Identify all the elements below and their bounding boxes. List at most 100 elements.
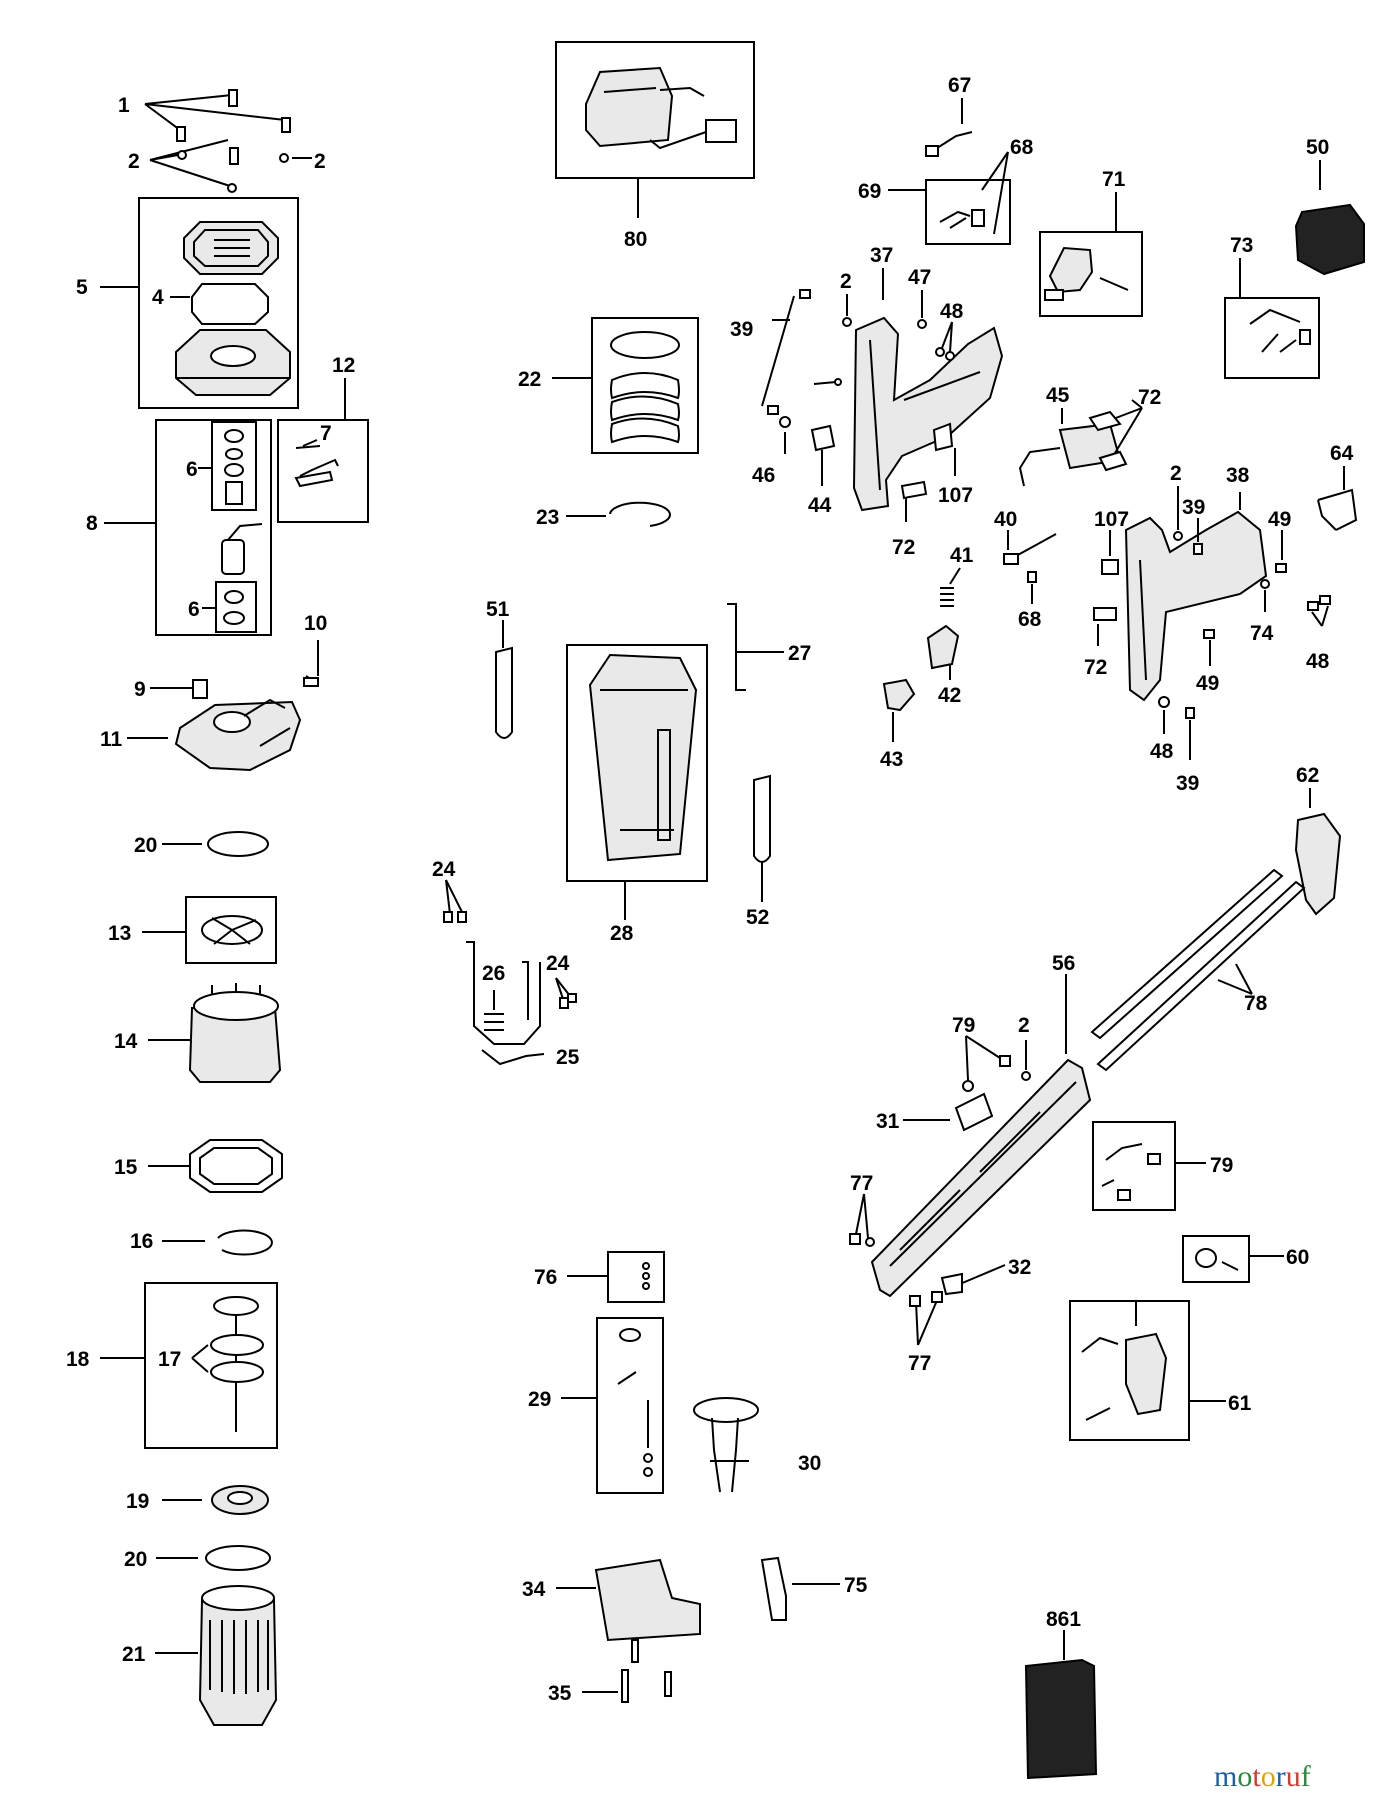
part-13-fan (201, 915, 263, 945)
label-44: 44 (808, 494, 832, 517)
part-72-pads-b (1088, 399, 1143, 472)
part-4-gasket (170, 283, 269, 325)
label-74: 74 (1250, 622, 1274, 645)
label-52: 52 (746, 906, 769, 929)
part-18-piston (191, 1296, 264, 1432)
label-72b: 72 (892, 536, 915, 559)
part-labels: 1 2 2 4 5 6 6 7 8 9 10 11 12 13 14 15 16… (66, 74, 1354, 1705)
label-34: 34 (522, 1578, 546, 1601)
part-71-trigger (1044, 246, 1129, 301)
part-79-box (1092, 1121, 1176, 1211)
label-107b: 107 (1094, 508, 1129, 531)
watermark-letter: u (1286, 1760, 1301, 1793)
label-46: 46 (752, 464, 775, 487)
part-1-screws (144, 89, 291, 165)
label-67: 67 (948, 74, 971, 97)
label-11: 11 (100, 728, 123, 751)
label-15: 15 (114, 1156, 138, 1179)
part-49-screw-b (1203, 629, 1215, 666)
label-28: 28 (610, 922, 634, 945)
part-75-lever (760, 1556, 840, 1621)
label-72a: 72 (1138, 386, 1161, 409)
part-22-box (591, 317, 699, 454)
label-78: 78 (1244, 992, 1268, 1015)
part-69-clips (939, 209, 985, 229)
label-40: 40 (994, 508, 1017, 531)
label-64: 64 (1330, 442, 1354, 465)
label-37: 37 (870, 244, 893, 267)
part-51-blade (495, 620, 513, 739)
part-60-roller (1195, 1248, 1239, 1271)
part-10-clip (303, 640, 319, 687)
watermark-letter: f (1301, 1760, 1311, 1793)
part-67-wire (925, 98, 973, 157)
part-77-screws-b (909, 1291, 943, 1346)
part-2-screw-d (1173, 486, 1183, 541)
label-71: 71 (1102, 168, 1126, 191)
part-13-box (185, 896, 277, 964)
part-80-charger (585, 66, 737, 150)
part-48-screws-a (935, 321, 955, 361)
label-42: 42 (938, 684, 961, 707)
label-69: 69 (858, 180, 881, 203)
label-13: 13 (108, 922, 131, 945)
part-56-magazine (870, 974, 1092, 1298)
label-9: 9 (134, 678, 146, 701)
label-79a: 79 (952, 1014, 975, 1037)
label-62: 62 (1296, 764, 1319, 787)
label-21: 21 (122, 1643, 146, 1666)
part-47-screw (917, 290, 927, 329)
part-32-stop (940, 1264, 1006, 1296)
part-22-rings (610, 331, 680, 444)
label-18: 18 (66, 1348, 90, 1371)
part-20-oring-bottom (156, 1545, 271, 1571)
label-6b: 6 (188, 598, 200, 621)
part-2-washers (149, 139, 312, 193)
part-21-motor (155, 1585, 278, 1726)
watermark-letter: o (1261, 1760, 1276, 1793)
part-52-blade (753, 774, 771, 902)
label-1: 1 (118, 94, 130, 117)
part-42-latch (926, 624, 960, 680)
part-107-block-b (1101, 530, 1119, 575)
part-18-box (144, 1282, 278, 1449)
part-71-box (1039, 231, 1143, 317)
label-76: 76 (534, 1266, 557, 1289)
part-50-battery (1294, 160, 1365, 276)
part-5-box (138, 197, 299, 409)
watermark-letter: t (1252, 1760, 1261, 1793)
label-26: 26 (482, 962, 505, 985)
label-77b: 77 (908, 1352, 931, 1375)
label-68b: 68 (1018, 608, 1042, 631)
label-60: 60 (1286, 1246, 1309, 1269)
watermark-letter: o (1237, 1760, 1252, 1793)
part-12-box (277, 419, 369, 523)
part-48-washer-b (1158, 696, 1170, 734)
label-6a: 6 (186, 458, 198, 481)
label-4: 4 (152, 286, 164, 309)
label-2e: 2 (1018, 1014, 1030, 1037)
label-48a: 48 (940, 300, 964, 323)
label-31: 31 (876, 1110, 900, 1133)
label-45: 45 (1046, 384, 1070, 407)
label-22: 22 (518, 368, 541, 391)
part-77-screws-a (849, 1193, 875, 1247)
part-40-wire (1003, 530, 1057, 565)
part-49-screw-a (1275, 530, 1287, 573)
part-79-screws-a (962, 1035, 1011, 1092)
part-64-bracket (1317, 466, 1358, 531)
label-861: 861 (1046, 1608, 1081, 1631)
label-14: 14 (114, 1030, 138, 1053)
label-35: 35 (548, 1682, 572, 1705)
part-39-rod (761, 289, 811, 415)
part-28-box (566, 644, 708, 882)
part-29-pin-set (617, 1328, 653, 1477)
part-43-trigger-lever (882, 678, 916, 742)
label-25: 25 (556, 1046, 580, 1069)
part-24-screw-a (443, 879, 467, 923)
part-44-pin (810, 424, 836, 486)
part-19-bumper (162, 1485, 269, 1515)
label-30: 30 (798, 1452, 821, 1475)
label-75: 75 (844, 1574, 868, 1597)
label-80: 80 (624, 228, 647, 251)
